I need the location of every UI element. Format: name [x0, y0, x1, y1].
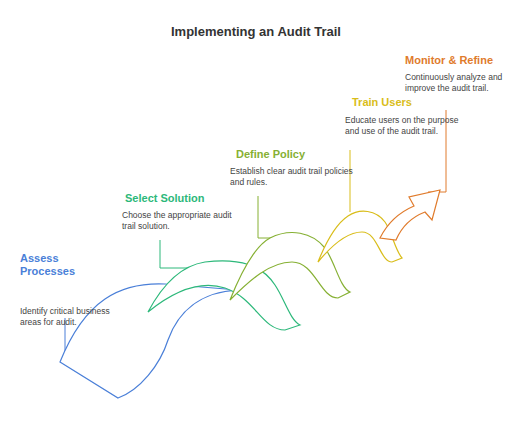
step-heading: Train Users [352, 96, 462, 109]
ribbon-segment [60, 284, 238, 398]
leader-line [258, 196, 300, 238]
step-heading: Define Policy [236, 148, 356, 161]
step-heading: Monitor & Refine [405, 54, 510, 67]
step-description: Educate users on the purpose and use of … [345, 115, 463, 137]
step-description: Establish clear audit trail policies and… [230, 166, 358, 188]
step-description: Choose the appropriate audit trail solut… [122, 210, 240, 232]
step-description: Identify critical business areas for aud… [20, 306, 132, 328]
step-heading: Select Solution [125, 192, 245, 205]
step-heading: Assess Processes [20, 252, 90, 278]
leader-line [350, 150, 351, 212]
step-description: Continuously analyze and improve the aud… [405, 72, 505, 94]
ribbon-segment [148, 261, 300, 330]
diagram-title: Implementing an Audit Trail [0, 24, 512, 39]
ribbon-arrow-head [380, 190, 440, 240]
